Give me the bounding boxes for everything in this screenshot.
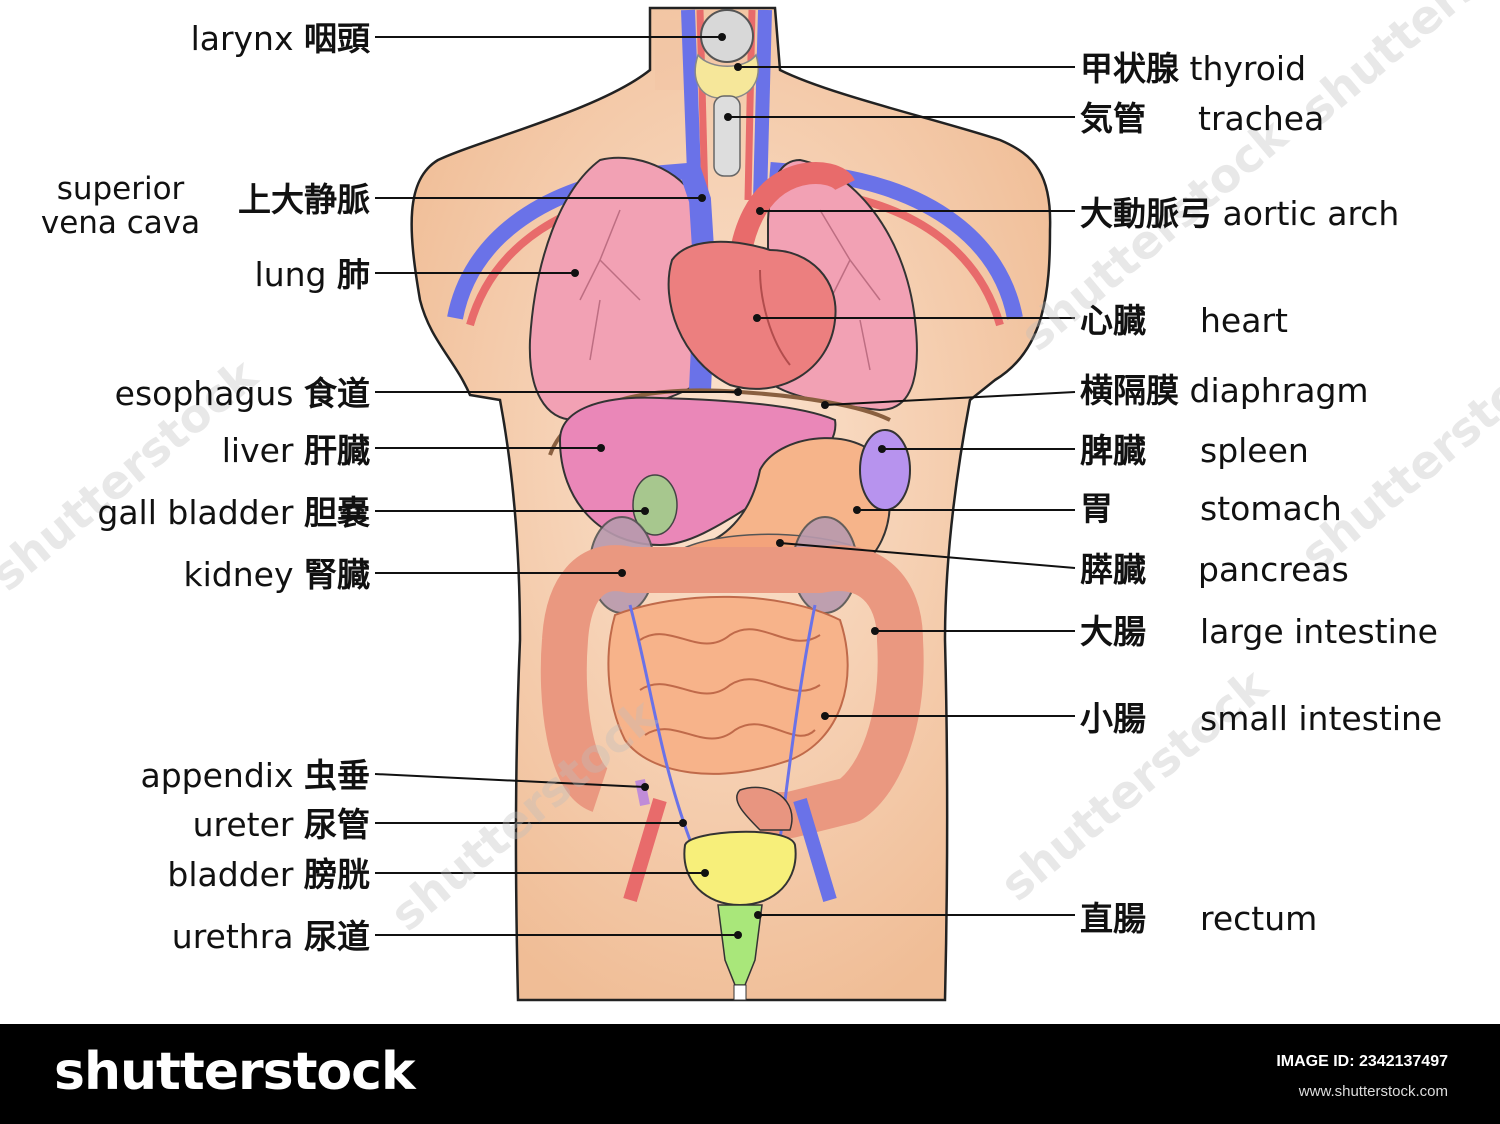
label-en-line2: vena cava: [40, 205, 201, 241]
thyroid-shape: [694, 53, 759, 99]
label-jp: 膵臓: [1080, 550, 1146, 589]
label-jp: 大動脈弓: [1080, 194, 1212, 233]
label-kidney: kidney 腎臓: [184, 558, 370, 591]
label-en: heart: [1200, 301, 1288, 340]
label-stomach: 胃 stomach: [1080, 492, 1342, 525]
label-jp: 横隔膜: [1080, 371, 1179, 410]
label-jp: 甲状腺: [1080, 49, 1179, 88]
image-id: IMAGE ID: 2342137497: [1276, 1053, 1448, 1070]
label-superior-vena-cava-en: superior vena cava: [28, 172, 213, 240]
label-jp: 膀胱: [304, 855, 370, 894]
jugular-right: [753, 9, 772, 201]
site-url: www.shutterstock.com: [1298, 1083, 1448, 1100]
label-en: spleen: [1200, 431, 1309, 470]
leader-lines-left: [374, 36, 738, 936]
gall-bladder-shape: [632, 474, 678, 536]
label-pancreas: 膵臓 pancreas: [1080, 553, 1349, 586]
label-urethra: urethra 尿道: [172, 920, 370, 953]
label-rectum: 直腸 rectum: [1080, 902, 1317, 935]
label-larynx: larynx 咽頭: [191, 22, 370, 55]
bladder-shape: [683, 830, 797, 907]
leader-lines-right: [728, 66, 1076, 916]
label-esophagus: esophagus 食道: [115, 377, 370, 410]
label-en: aortic arch: [1222, 194, 1400, 233]
label-jp: 小腸: [1080, 699, 1146, 738]
label-jp: 尿管: [304, 805, 370, 844]
trachea-shape: [713, 95, 741, 177]
ureter-left: [628, 604, 692, 841]
label-jp: 肝臓: [304, 431, 370, 470]
heart-shape: [667, 240, 837, 390]
label-superior-vena-cava-jp: 上大静脈: [238, 183, 370, 216]
label-jp: 腎臓: [304, 555, 370, 594]
label-jp: 肺: [337, 255, 370, 294]
label-en: urethra: [171, 917, 294, 956]
label-large-intestine: 大腸 large intestine: [1080, 615, 1438, 648]
label-en: lung: [254, 255, 327, 294]
label-en: trachea: [1198, 99, 1325, 138]
label-ureter: ureter 尿管: [193, 808, 370, 841]
label-jp: 虫垂: [304, 756, 370, 795]
label-jp: 大腸: [1080, 612, 1146, 651]
label-en: rectum: [1200, 899, 1318, 938]
label-gall-bladder: gall bladder 胆嚢: [97, 496, 370, 529]
label-en: ureter: [192, 805, 294, 844]
label-jp: 胆嚢: [304, 493, 370, 532]
label-heart: 心臓 heart: [1080, 304, 1288, 337]
jugular-left: [681, 9, 702, 201]
leader-dots: [571, 33, 886, 939]
large-intestine-shape: [540, 545, 924, 838]
label-jp: 食道: [304, 374, 370, 413]
label-en: diaphragm: [1189, 371, 1369, 410]
label-en: pancreas: [1198, 550, 1349, 589]
label-en: large intestine: [1200, 612, 1438, 651]
label-en: bladder: [167, 855, 294, 894]
label-jp: 脾臓: [1080, 431, 1146, 470]
label-jp: 尿道: [304, 917, 370, 956]
label-en: gall bladder: [97, 493, 294, 532]
label-en: superior: [56, 171, 185, 207]
label-jp: 気管: [1080, 99, 1146, 138]
label-en: liver: [221, 431, 294, 470]
label-en: larynx: [190, 19, 294, 58]
label-en: esophagus: [114, 374, 294, 413]
spleen-shape: [859, 429, 911, 511]
label-en: kidney: [183, 555, 294, 594]
label-lung: lung 肺: [255, 258, 370, 291]
label-jp: 心臓: [1080, 301, 1146, 340]
label-bladder: bladder 膀胱: [167, 858, 370, 891]
label-diaphragm: 横隔膜 diaphragm: [1080, 374, 1369, 407]
label-spleen: 脾臓 spleen: [1080, 434, 1309, 467]
label-jp: 上大静脈: [238, 180, 370, 219]
rectum-shape: [736, 786, 793, 831]
label-en: thyroid: [1189, 49, 1307, 88]
label-liver: liver 肝臓: [222, 434, 370, 467]
label-jp: 咽頭: [304, 19, 370, 58]
label-aortic-arch: 大動脈弓 aortic arch: [1080, 197, 1399, 230]
label-en: appendix: [140, 756, 294, 795]
label-small-intestine: 小腸 small intestine: [1080, 702, 1442, 735]
label-jp: 胃: [1080, 489, 1113, 528]
label-en: stomach: [1200, 489, 1342, 528]
footer-bar: [0, 1024, 1500, 1124]
label-jp: 直腸: [1080, 899, 1146, 938]
label-appendix: appendix 虫垂: [141, 759, 370, 792]
torso-illustration: [374, 6, 1076, 1002]
label-en: small intestine: [1200, 699, 1443, 738]
label-trachea: 気管 trachea: [1080, 102, 1324, 135]
label-thyroid: 甲状腺 thyroid: [1080, 52, 1306, 85]
shutterstock-logo: shutterstock: [54, 1042, 416, 1102]
appendix-shape: [635, 779, 650, 806]
